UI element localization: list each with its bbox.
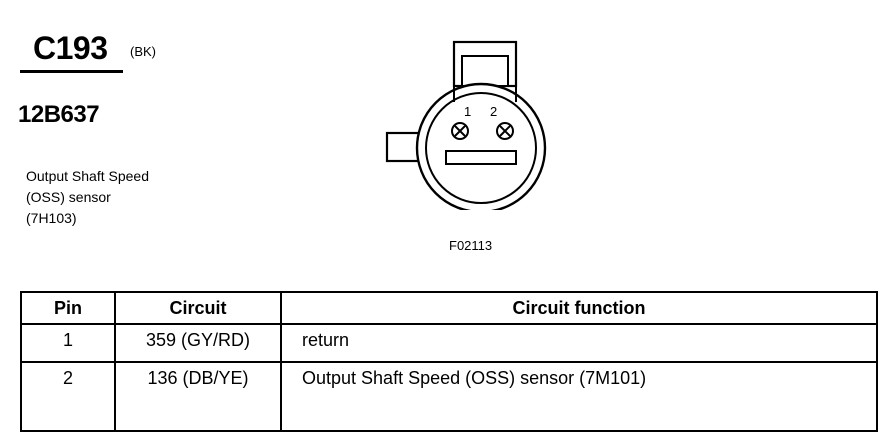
cell-pin: 1 (20, 323, 116, 363)
description-line: Output Shaft Speed (26, 168, 149, 184)
cell-pin: 2 (20, 361, 116, 432)
table-row: 2 136 (DB/YE) Output Shaft Speed (OSS) s… (20, 361, 878, 432)
description-line: (7H103) (26, 210, 77, 226)
header-circuit-function: Circuit function (280, 291, 878, 325)
table-header-row: Pin Circuit Circuit function (20, 291, 878, 325)
table-row: 1 359 (GY/RD) return (20, 323, 878, 363)
header-circuit: Circuit (114, 291, 282, 325)
cell-circuit-function: return (280, 323, 878, 363)
connector-id: C193 (33, 30, 108, 66)
pin-2-terminal (496, 122, 514, 140)
connector-id-underline (20, 70, 123, 73)
cell-circuit-function: Output Shaft Speed (OSS) sensor (7M101) (280, 361, 878, 432)
connector-face-diagram: 1 2 (385, 40, 547, 210)
connector-color: (BK) (130, 44, 156, 59)
header-pin: Pin (20, 291, 116, 325)
pinout-table: Pin Circuit Circuit function 1 359 (GY/R… (20, 291, 878, 432)
connector-inner-shell (425, 92, 537, 204)
description-line: (OSS) sensor (26, 189, 111, 205)
connector-latch-inner (461, 55, 509, 87)
pin-label-2: 2 (490, 104, 497, 119)
connector-key-slot (445, 150, 517, 165)
pin-1-terminal (451, 122, 469, 140)
part-number: 12B637 (18, 101, 100, 128)
cell-circuit: 136 (DB/YE) (114, 361, 282, 432)
cell-circuit: 359 (GY/RD) (114, 323, 282, 363)
component-description: Output Shaft Speed (OSS) sensor (7H103) (26, 166, 149, 229)
pin-label-1: 1 (464, 104, 471, 119)
figure-id: F02113 (449, 238, 493, 253)
